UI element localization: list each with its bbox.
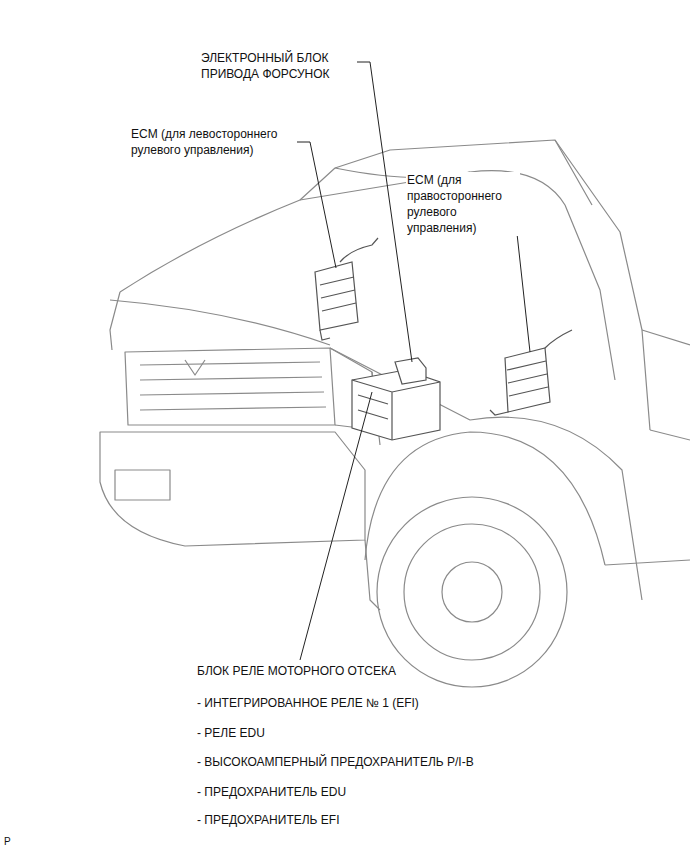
leader-lines: [300, 392, 372, 660]
relay-block: [352, 358, 440, 440]
component-item: - РЕЛЕ EDU: [196, 725, 266, 741]
ecm-left: [320, 330, 330, 340]
ecm-right: [507, 361, 548, 396]
part-label: ЭЛЕКТРОННЫЙ БЛОК ПРИВОДА ФОРСУНОК: [200, 50, 357, 82]
car-body: [650, 430, 690, 440]
car-body: [100, 432, 365, 546]
ecm-right: [490, 330, 572, 415]
part-label: ECM (для правостороннего рулевого управл…: [406, 172, 520, 236]
ecm-left: [320, 277, 356, 311]
leader-lines: [296, 62, 530, 660]
leader-lines: [356, 62, 412, 362]
front-wheel: [377, 497, 567, 687]
car-body: [555, 140, 650, 430]
car-body: [365, 432, 605, 565]
front-wheel: [377, 497, 567, 687]
car-body: [185, 360, 205, 375]
ecm-left: [315, 262, 358, 330]
component-item: - ИНТЕГРИРОВАННОЕ РЕЛЕ № 1 (EFI): [196, 695, 420, 711]
part-label: БЛОК РЕЛЕ МОТОРНОГО ОТСЕКА: [196, 663, 397, 679]
leader-lines: [296, 142, 336, 268]
ecm-left: [315, 238, 378, 340]
relay-block: [395, 358, 426, 384]
figure-code: P: [3, 836, 12, 848]
component-item: - ПРЕДОХРАНИТЕЛЬ EFI: [196, 812, 340, 828]
car-body: [140, 362, 326, 410]
car-body: [565, 205, 615, 380]
relay-block: [352, 380, 440, 440]
relay-block: [352, 370, 440, 440]
ecm-right: [505, 348, 550, 412]
car-body: [110, 300, 330, 345]
car-body: [330, 348, 642, 600]
relay-block: [358, 395, 388, 419]
ecm-right: [490, 410, 508, 415]
car-body: [605, 560, 690, 565]
component-item: - ПРЕДОХРАНИТЕЛЬ EDU: [196, 784, 347, 800]
ecm-right: [545, 330, 572, 348]
car-body: [100, 140, 690, 610]
part-label: ECM (для левостороннего рулевого управле…: [130, 126, 297, 158]
front-wheel: [442, 562, 502, 622]
ecm-left: [340, 238, 378, 262]
car-body: [115, 470, 170, 500]
front-wheel: [404, 524, 540, 660]
car-body: [642, 330, 690, 345]
car-body: [125, 348, 335, 425]
component-item: - ВЫСОКОАМПЕРНЫЙ ПРЕДОХРАНИТЕЛЬ P/I-B: [196, 754, 475, 770]
